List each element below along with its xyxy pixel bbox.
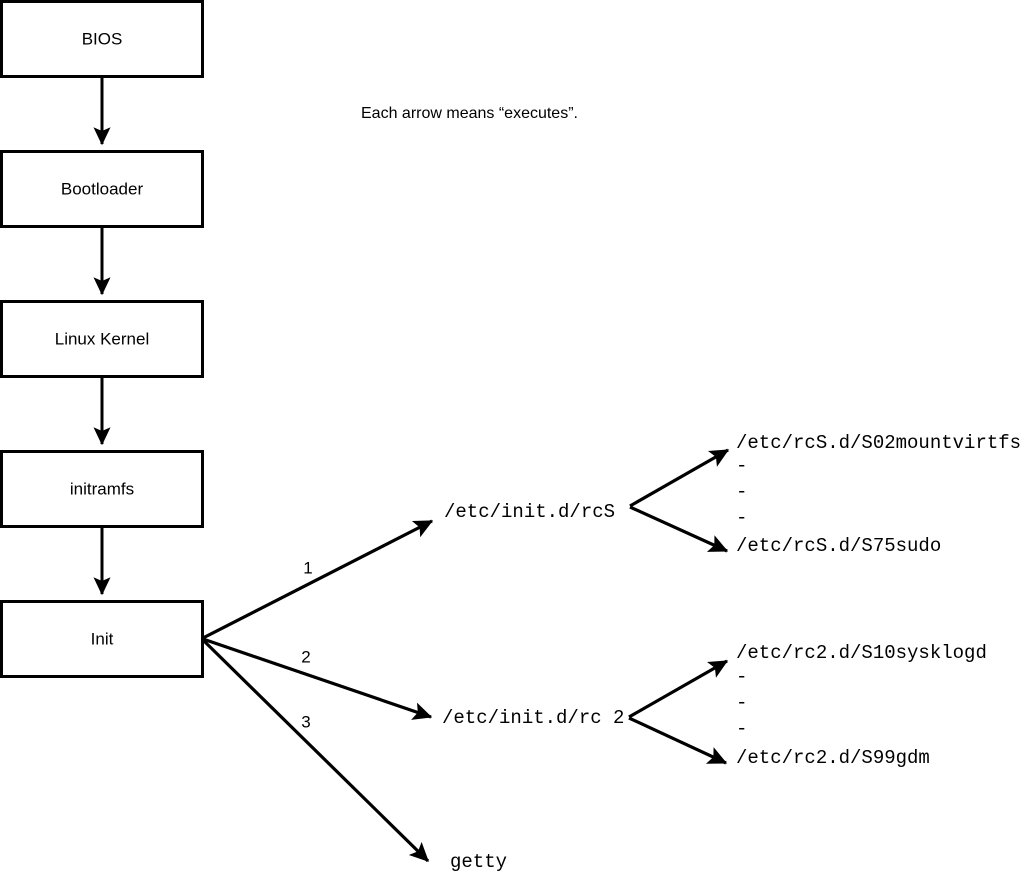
box-linux-kernel-label: Linux Kernel (55, 329, 150, 348)
rcs-ellipsis-dash-2: - (736, 481, 747, 503)
rc2-ellipsis-dash-3: - (736, 718, 747, 740)
box-bios-rect (0, 0, 204, 78)
label-rc2d-s99gdm: /etc/rc2.d/S99gdm (736, 747, 930, 769)
branch-number-1: 1 (303, 558, 312, 577)
box-bootloader: Bootloader (0, 150, 204, 228)
legend-note: Each arrow means “executes”. (361, 105, 578, 122)
box-bios: BIOS (0, 0, 204, 78)
branch-number-3: 3 (301, 712, 310, 731)
box-init: Init (0, 600, 204, 678)
arrow-init-to-getty (201, 638, 430, 863)
label-rc2d-s10sysklogd: /etc/rc2.d/S10sysklogd (736, 642, 987, 664)
label-rcsd-s02mountvirtfs: /etc/rcS.d/S02mountvirtfs (736, 432, 1021, 454)
arrow-init-to-rcs (202, 519, 434, 640)
box-bootloader-label: Bootloader (61, 179, 144, 198)
arrow-rcs-to-first-script (629, 448, 730, 508)
label-getty: getty (450, 851, 507, 873)
arrow-rc2-to-first-script (628, 659, 729, 719)
arrow-init-to-rc2 (202, 637, 433, 720)
rc2-ellipsis-dash-2: - (736, 692, 747, 714)
rcs-ellipsis-dash-3: - (736, 507, 747, 529)
arrow-rcs-to-last-script (629, 505, 729, 553)
arrow-rc2-to-last-script (628, 716, 728, 765)
box-bootloader-rect (0, 150, 204, 228)
box-init-label: Init (91, 629, 114, 648)
box-bios-label: BIOS (82, 29, 123, 48)
branch-number-2: 2 (301, 647, 310, 666)
label-etc-initd-rc2: /etc/init.d/rc 2 (442, 707, 624, 729)
rc2-ellipsis-dash-1: - (736, 666, 747, 688)
label-rcsd-s75sudo: /etc/rcS.d/S75sudo (736, 535, 941, 557)
rcs-ellipsis-dash-1: - (736, 455, 747, 477)
box-initramfs-label: initramfs (70, 479, 134, 498)
box-init-rect (0, 600, 204, 678)
box-initramfs: initramfs (0, 450, 204, 528)
box-linux-kernel-rect (0, 300, 204, 378)
box-initramfs-rect (0, 450, 204, 528)
box-linux-kernel: Linux Kernel (0, 300, 204, 378)
label-etc-initd-rcs: /etc/init.d/rcS (444, 501, 615, 523)
